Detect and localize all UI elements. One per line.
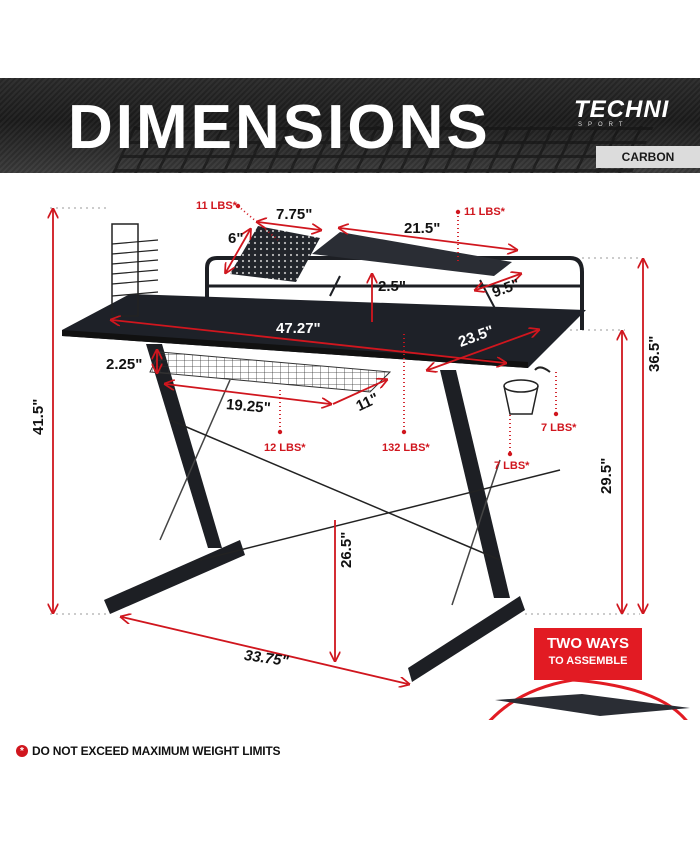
dim-top-height: 36.5" [646,335,663,372]
dim-shelf-height: 2.5" [378,278,406,295]
brand-logo: TECHNI SPORT [574,96,670,129]
weight-cup-holder: 7 LBS* [494,460,530,472]
weight-shelf: 11 LBS* [464,206,505,218]
page-title: DIMENSIONS [68,93,491,162]
weight-headphone-hook: 7 LBS* [541,422,577,434]
weight-tablet-holder: 11 LBS* [196,200,237,212]
weight-drawer: 12 LBS* [264,442,306,454]
desk-dimension-diagram: 41.5" 36.5" 29.5" 26.5" 33.75" 47.27" 23… [0,180,700,855]
weight-warning: * DO NOT EXCEED MAXIMUM WEIGHT LIMITS [16,744,281,758]
dim-shelf-width: 21.5" [404,220,441,237]
variant-badge: CARBON [596,146,700,168]
callout-line1: TWO WAYS [547,635,629,652]
dim-tablet-height: 6" [228,230,244,247]
brand-name: TECHNI [574,96,670,123]
callout-line2: TO ASSEMBLE [548,655,628,667]
warning-text: DO NOT EXCEED MAXIMUM WEIGHT LIMITS [32,744,281,758]
brand-subname: SPORT [578,122,629,128]
two-ways-callout: TWO WAYS TO ASSEMBLE [534,628,642,680]
dim-desk-width: 47.27" [276,320,321,337]
dim-tablet-width: 7.75" [276,206,313,223]
asterisk-icon: * [16,745,28,757]
desk-illustration [0,203,700,855]
dimensions-banner: DIMENSIONS TECHNI SPORT CARBON [0,78,700,173]
dim-overall-height: 41.5" [30,398,47,435]
weight-desk-surface: 132 LBS* [382,442,430,454]
dim-leg-clearance: 26.5" [338,531,355,568]
dim-surface-height: 29.5" [598,457,615,494]
dim-drawer-height: 2.25" [106,356,143,373]
